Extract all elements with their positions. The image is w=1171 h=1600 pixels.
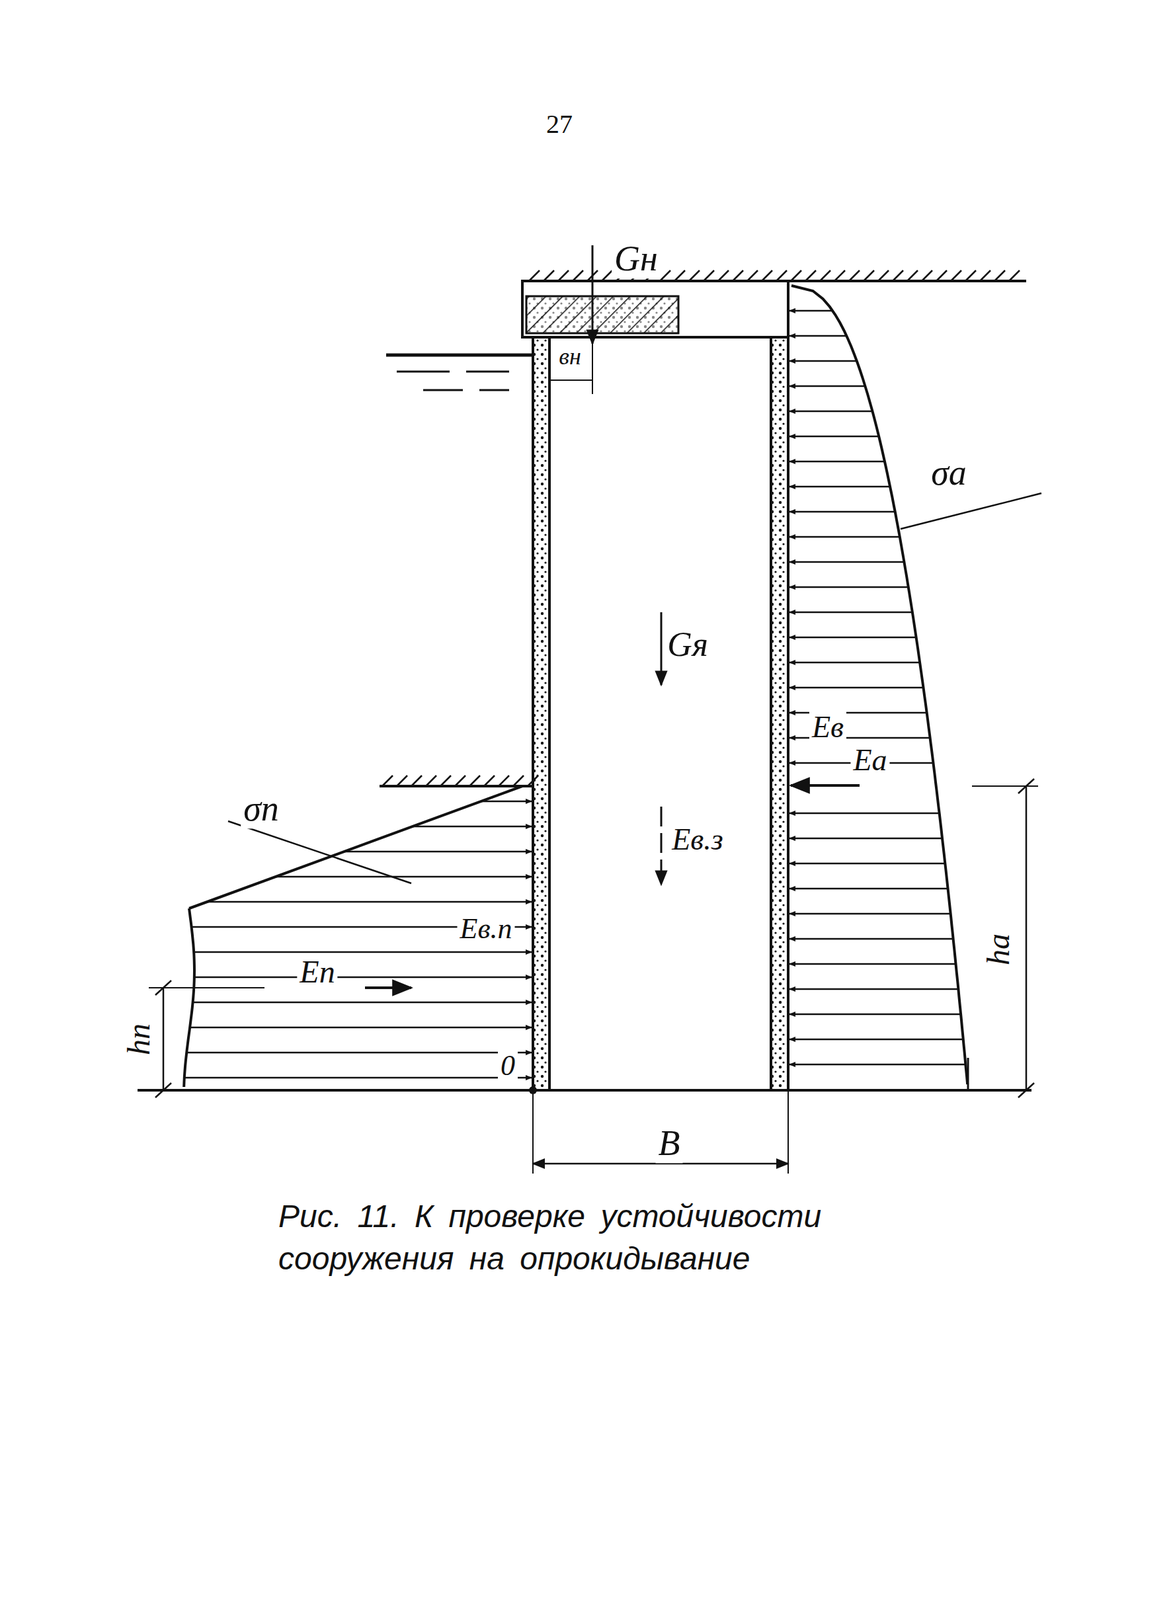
figure-caption: Рис. 11. К проверке устойчивости сооруже…	[278, 1195, 874, 1281]
drawing-line	[789, 661, 920, 664]
drawing-line	[789, 1013, 961, 1016]
drawing-line	[184, 1077, 532, 1080]
page-number: 27	[543, 109, 576, 139]
drawing-line	[343, 850, 532, 853]
drawing-line	[732, 270, 744, 282]
drawing-line	[789, 913, 951, 916]
drawing-line	[789, 611, 913, 614]
drawing-line	[789, 636, 917, 639]
pressure-symbol: σп	[240, 789, 282, 829]
drawing-line	[892, 270, 904, 282]
drawing-line	[789, 460, 885, 463]
drawing-line	[776, 270, 787, 282]
force-symbol: Eв	[809, 710, 847, 745]
drawing-line	[789, 938, 954, 941]
drawing-line	[186, 1051, 532, 1054]
drawing-line	[790, 270, 802, 282]
drawing-line	[572, 270, 584, 282]
drawing-line	[206, 901, 532, 904]
drawing-line	[789, 837, 943, 840]
drawing-line	[967, 1057, 970, 1091]
drawing-line	[819, 270, 831, 282]
drawing-line	[789, 888, 949, 890]
drawing-line	[789, 963, 957, 966]
drawing-line	[718, 270, 729, 282]
drawing-line	[950, 270, 962, 282]
drawing-line	[382, 775, 393, 787]
drawing-line	[412, 825, 532, 828]
drawing-line	[558, 270, 569, 282]
drawing-line	[1009, 270, 1020, 282]
dimension-label: hп	[121, 1020, 157, 1058]
drawing-line	[805, 270, 816, 282]
drawing-line	[498, 775, 510, 787]
load-symbol: Gн	[611, 239, 661, 279]
drawing-line	[469, 775, 481, 787]
drawing-line	[440, 775, 451, 787]
drawing-line	[789, 485, 890, 488]
drawing-outline	[183, 908, 195, 1088]
dimension-label: вн	[556, 343, 584, 371]
drawing-line	[907, 270, 918, 282]
drawing-line	[789, 335, 847, 338]
force-symbol: Ea	[850, 743, 890, 778]
drawing-line	[994, 270, 1006, 282]
drawing-line	[194, 976, 532, 979]
force-symbol: Eв.з	[669, 823, 727, 857]
drawing-line	[834, 270, 846, 282]
drawing-line	[789, 862, 945, 865]
drawing-line	[189, 1026, 532, 1029]
drawing-line	[936, 270, 947, 282]
drawing-line	[789, 360, 857, 363]
drawing-line	[965, 270, 976, 282]
drawing-line	[789, 1063, 966, 1066]
drawing-line	[848, 270, 860, 282]
dimension-label: B	[655, 1124, 684, 1164]
drawing-line	[789, 988, 959, 991]
drawing-line	[484, 775, 495, 787]
drawing-line	[789, 310, 833, 313]
point-label: 0	[497, 1049, 518, 1082]
drawing-line	[425, 775, 437, 787]
drawing-line	[789, 812, 940, 815]
drawing-line	[789, 586, 909, 589]
drawing-line	[789, 1038, 964, 1041]
drawing-line	[543, 270, 555, 282]
drawing-line	[513, 775, 524, 787]
dimension-label: hа	[981, 930, 1017, 969]
drawing-line	[480, 800, 532, 803]
drawing-line	[411, 775, 422, 787]
drawing-line	[688, 270, 700, 282]
drawing-line	[761, 270, 773, 282]
drawing-line	[789, 686, 924, 689]
drawing-line	[789, 511, 896, 514]
drawing-line	[789, 435, 879, 438]
drawing-line	[789, 385, 865, 388]
drawing-line	[454, 775, 466, 787]
drawing-line	[878, 270, 889, 282]
drawing-line	[789, 536, 900, 539]
drawing-line	[921, 270, 933, 282]
drawing-line	[789, 561, 904, 564]
drawing-line	[789, 410, 873, 413]
drawing-line	[193, 1001, 532, 1004]
drawing-line	[703, 270, 715, 282]
drawing-line	[275, 876, 532, 879]
drawing-line	[979, 270, 991, 282]
drawing-line	[396, 775, 408, 787]
drawing-line	[659, 270, 671, 282]
drawing-line	[601, 270, 613, 282]
load-symbol: Gя	[664, 625, 711, 664]
force-symbol: Eв.п	[457, 913, 516, 945]
drawing-line	[747, 270, 758, 282]
drawing-outline	[189, 786, 523, 909]
drawing-line	[863, 270, 875, 282]
drawing-line	[674, 270, 686, 282]
drawing-line	[193, 951, 532, 954]
drawing-line	[528, 270, 540, 282]
pressure-symbol: σa	[928, 453, 970, 493]
force-symbol: Eп	[296, 954, 338, 990]
